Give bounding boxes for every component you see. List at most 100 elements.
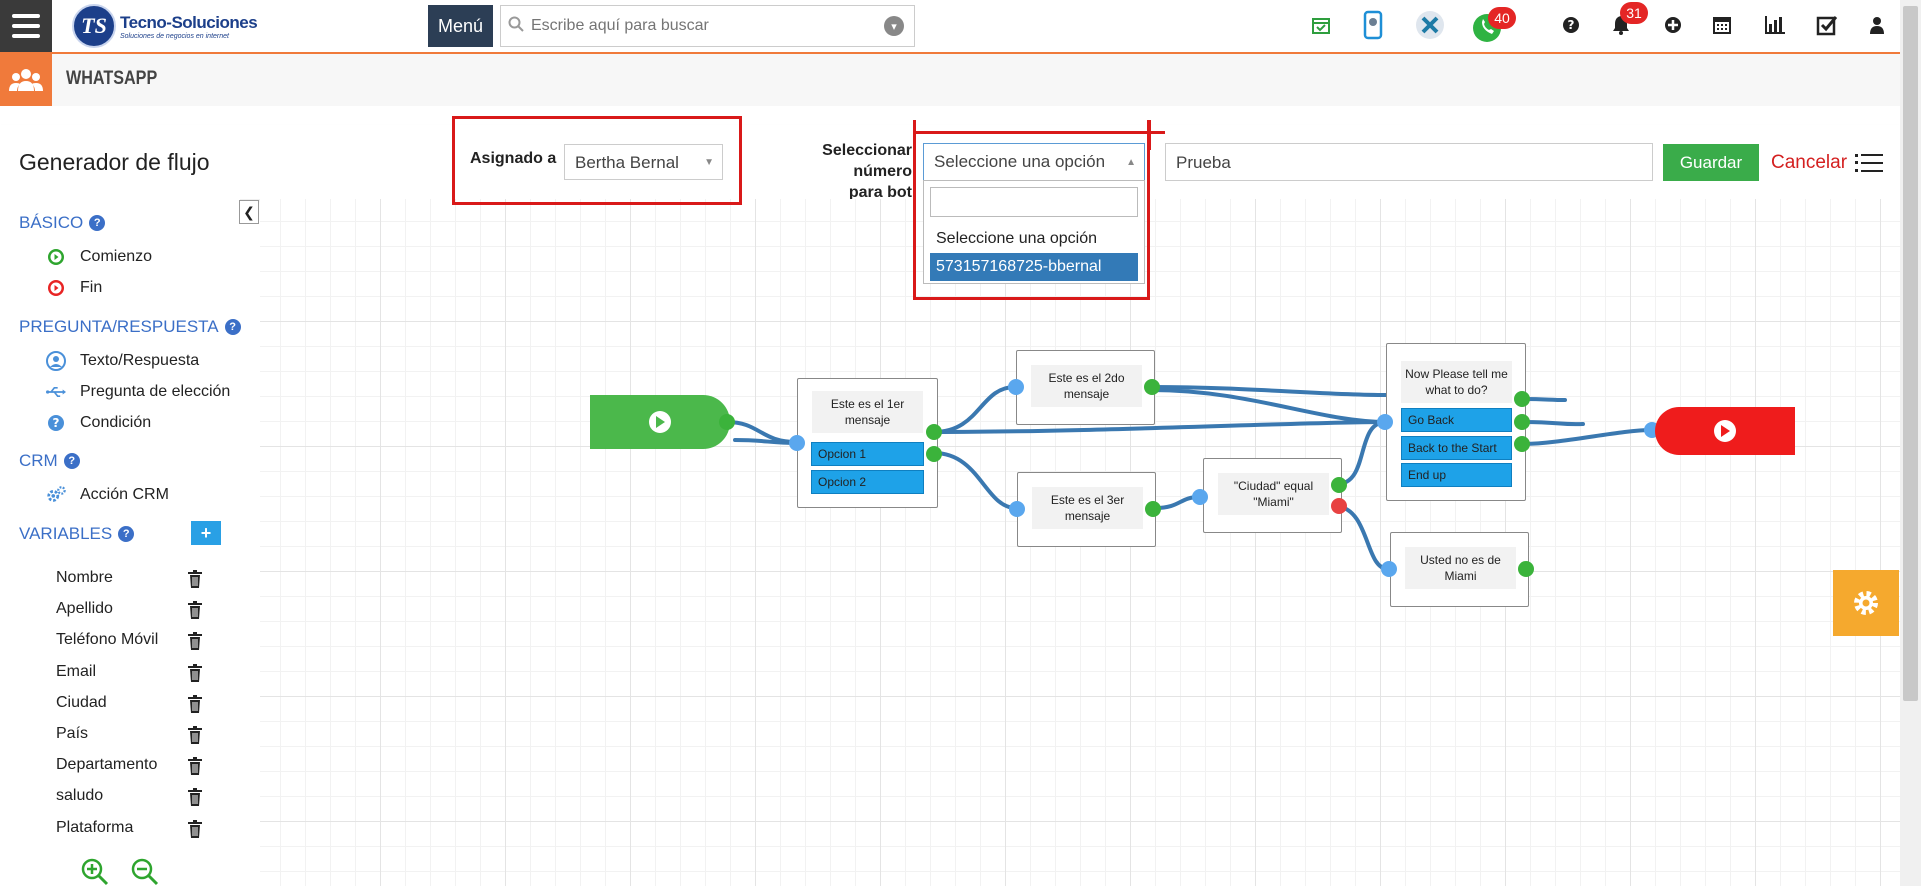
input-port[interactable] — [1009, 501, 1025, 517]
trash-icon[interactable] — [187, 726, 203, 744]
bot-number-select[interactable]: Seleccione una opción ▲ — [923, 143, 1145, 181]
variable-item[interactable]: Ciudad — [56, 693, 107, 711]
end-node[interactable] — [1655, 407, 1795, 455]
dropdown-search-input[interactable] — [930, 187, 1138, 217]
input-port[interactable] — [789, 435, 805, 451]
condition-node[interactable]: "Ciudad" equal "Miami" — [1203, 458, 1342, 533]
trash-icon[interactable] — [187, 570, 203, 588]
true-port[interactable] — [1331, 477, 1347, 493]
variable-item[interactable]: Apellido — [56, 600, 113, 618]
help-icon[interactable]: ? — [118, 526, 135, 542]
output-port[interactable] — [926, 446, 942, 462]
sidebar-item-texto[interactable]: Texto/Respuesta — [46, 351, 199, 371]
global-search[interactable]: ▾ — [500, 5, 915, 47]
output-port[interactable] — [1145, 501, 1161, 517]
whatsapp-badge: 40 — [1488, 7, 1516, 29]
flow-canvas[interactable] — [260, 199, 1900, 886]
trash-icon[interactable] — [187, 601, 203, 620]
plus-circle-icon[interactable] — [1658, 10, 1688, 40]
mobile-icon[interactable] — [1358, 10, 1388, 40]
node-option[interactable]: Go Back — [1401, 408, 1512, 432]
start-out-port[interactable] — [719, 414, 735, 430]
cancel-button[interactable]: Cancelar — [1771, 152, 1848, 173]
output-port[interactable] — [1514, 391, 1530, 407]
chevron-down-icon[interactable]: ▾ — [884, 16, 904, 36]
calendar-check-icon[interactable] — [1306, 10, 1336, 40]
input-port[interactable] — [1381, 561, 1397, 577]
node-option[interactable]: End up — [1401, 463, 1512, 487]
sidebar-item-comienzo[interactable]: Comienzo — [46, 247, 152, 267]
false-port[interactable] — [1331, 498, 1347, 514]
logo-name: Tecno-Soluciones — [120, 12, 258, 32]
calendar-icon[interactable] — [1707, 10, 1737, 40]
output-port[interactable] — [1514, 436, 1530, 452]
choice-node[interactable]: Now Please tell me what to do? Go Back B… — [1386, 343, 1526, 501]
section-variables[interactable]: VARIABLES ? — [19, 524, 135, 544]
variable-item[interactable]: País — [56, 725, 89, 742]
output-port[interactable] — [1144, 379, 1160, 395]
sidebar-item-pregunta[interactable]: Pregunta de elección — [46, 382, 230, 402]
top-navbar: TS Tecno-Soluciones Soluciones de negoci… — [0, 0, 1921, 54]
sidebar-item-fin[interactable]: Fin — [46, 278, 102, 298]
flow-name-input[interactable]: Prueba — [1165, 143, 1653, 181]
output-port[interactable] — [926, 424, 942, 440]
message-node-2[interactable]: Este es el 2do mensaje — [1016, 350, 1155, 425]
trash-icon[interactable] — [187, 788, 203, 807]
trash-icon[interactable] — [187, 663, 203, 682]
x-logo-icon[interactable] — [1415, 10, 1445, 40]
module-bar: WHATSAPP — [0, 54, 1900, 106]
input-port[interactable] — [1192, 489, 1208, 505]
variable-item[interactable]: Nombre — [56, 569, 113, 586]
message-node-not-miami[interactable]: Usted no es de Miami — [1390, 532, 1529, 607]
dropdown-option[interactable]: Seleccione una opción — [936, 230, 1098, 247]
menu-button[interactable]: Menú — [428, 5, 493, 47]
node-option[interactable]: Opcion 1 — [811, 442, 924, 466]
section-crm[interactable]: CRM ? — [19, 451, 80, 471]
bell-icon[interactable]: 31 — [1606, 2, 1648, 40]
output-port[interactable] — [1518, 561, 1534, 577]
help-icon[interactable]: ? — [1556, 10, 1586, 40]
trash-icon[interactable] — [187, 632, 203, 651]
trash-icon[interactable] — [187, 819, 203, 838]
zoom-in-icon[interactable] — [80, 857, 110, 886]
gear-icon[interactable] — [1833, 570, 1899, 636]
hamburger-icon[interactable] — [0, 0, 52, 52]
trash-icon[interactable] — [187, 694, 203, 713]
variable-item[interactable]: Departamento — [56, 756, 158, 774]
zoom-out-icon[interactable] — [130, 857, 160, 886]
list-icon[interactable] — [1855, 152, 1883, 174]
whatsapp-icon[interactable]: 40 — [1472, 7, 1516, 43]
checkbox-icon[interactable] — [1812, 10, 1842, 40]
trash-icon[interactable] — [187, 757, 203, 776]
collapse-left-icon[interactable]: ❮ — [239, 200, 259, 224]
message-node-3[interactable]: Este es el 3er mensaje — [1017, 472, 1156, 547]
help-icon[interactable]: ? — [63, 453, 80, 469]
help-icon[interactable]: ? — [89, 215, 106, 231]
section-basic[interactable]: BÁSICO ? — [19, 213, 106, 233]
scrollbar-thumb[interactable] — [1903, 6, 1918, 701]
assigned-select[interactable]: Bertha Bernal ▼ — [564, 144, 723, 180]
user-icon[interactable] — [1862, 10, 1892, 40]
variable-item[interactable]: saludo — [56, 787, 104, 805]
input-port[interactable] — [1008, 379, 1024, 395]
help-icon[interactable]: ? — [224, 319, 241, 335]
bar-chart-icon[interactable] — [1760, 10, 1790, 40]
input-port[interactable] — [1377, 414, 1393, 430]
node-option[interactable]: Back to the Start — [1401, 436, 1512, 460]
search-input[interactable] — [531, 17, 884, 35]
variable-item[interactable]: Teléfono Móvil — [56, 631, 159, 649]
output-port[interactable] — [1514, 414, 1530, 430]
sidebar-item-condicion[interactable]: ? Condición — [46, 413, 151, 433]
assigned-label: Asignado a — [470, 150, 557, 167]
add-variable-button[interactable]: + — [191, 521, 221, 545]
logo[interactable]: TS Tecno-Soluciones Soluciones de negoci… — [72, 2, 258, 50]
start-node[interactable] — [590, 395, 730, 449]
node-option[interactable]: Opcion 2 — [811, 470, 924, 494]
section-qa[interactable]: PREGUNTA/RESPUESTA ? — [19, 317, 241, 337]
variable-item[interactable]: Email — [56, 662, 97, 680]
sidebar-item-accion-crm[interactable]: Acción CRM — [46, 485, 169, 505]
save-button[interactable]: Guardar — [1663, 144, 1759, 181]
message-node-1[interactable]: Este es el 1er mensaje Opcion 1 Opcion 2 — [797, 378, 938, 508]
dropdown-option-selected[interactable]: 573157168725-bbernal — [930, 253, 1138, 281]
variable-item[interactable]: Plataforma — [56, 818, 134, 836]
